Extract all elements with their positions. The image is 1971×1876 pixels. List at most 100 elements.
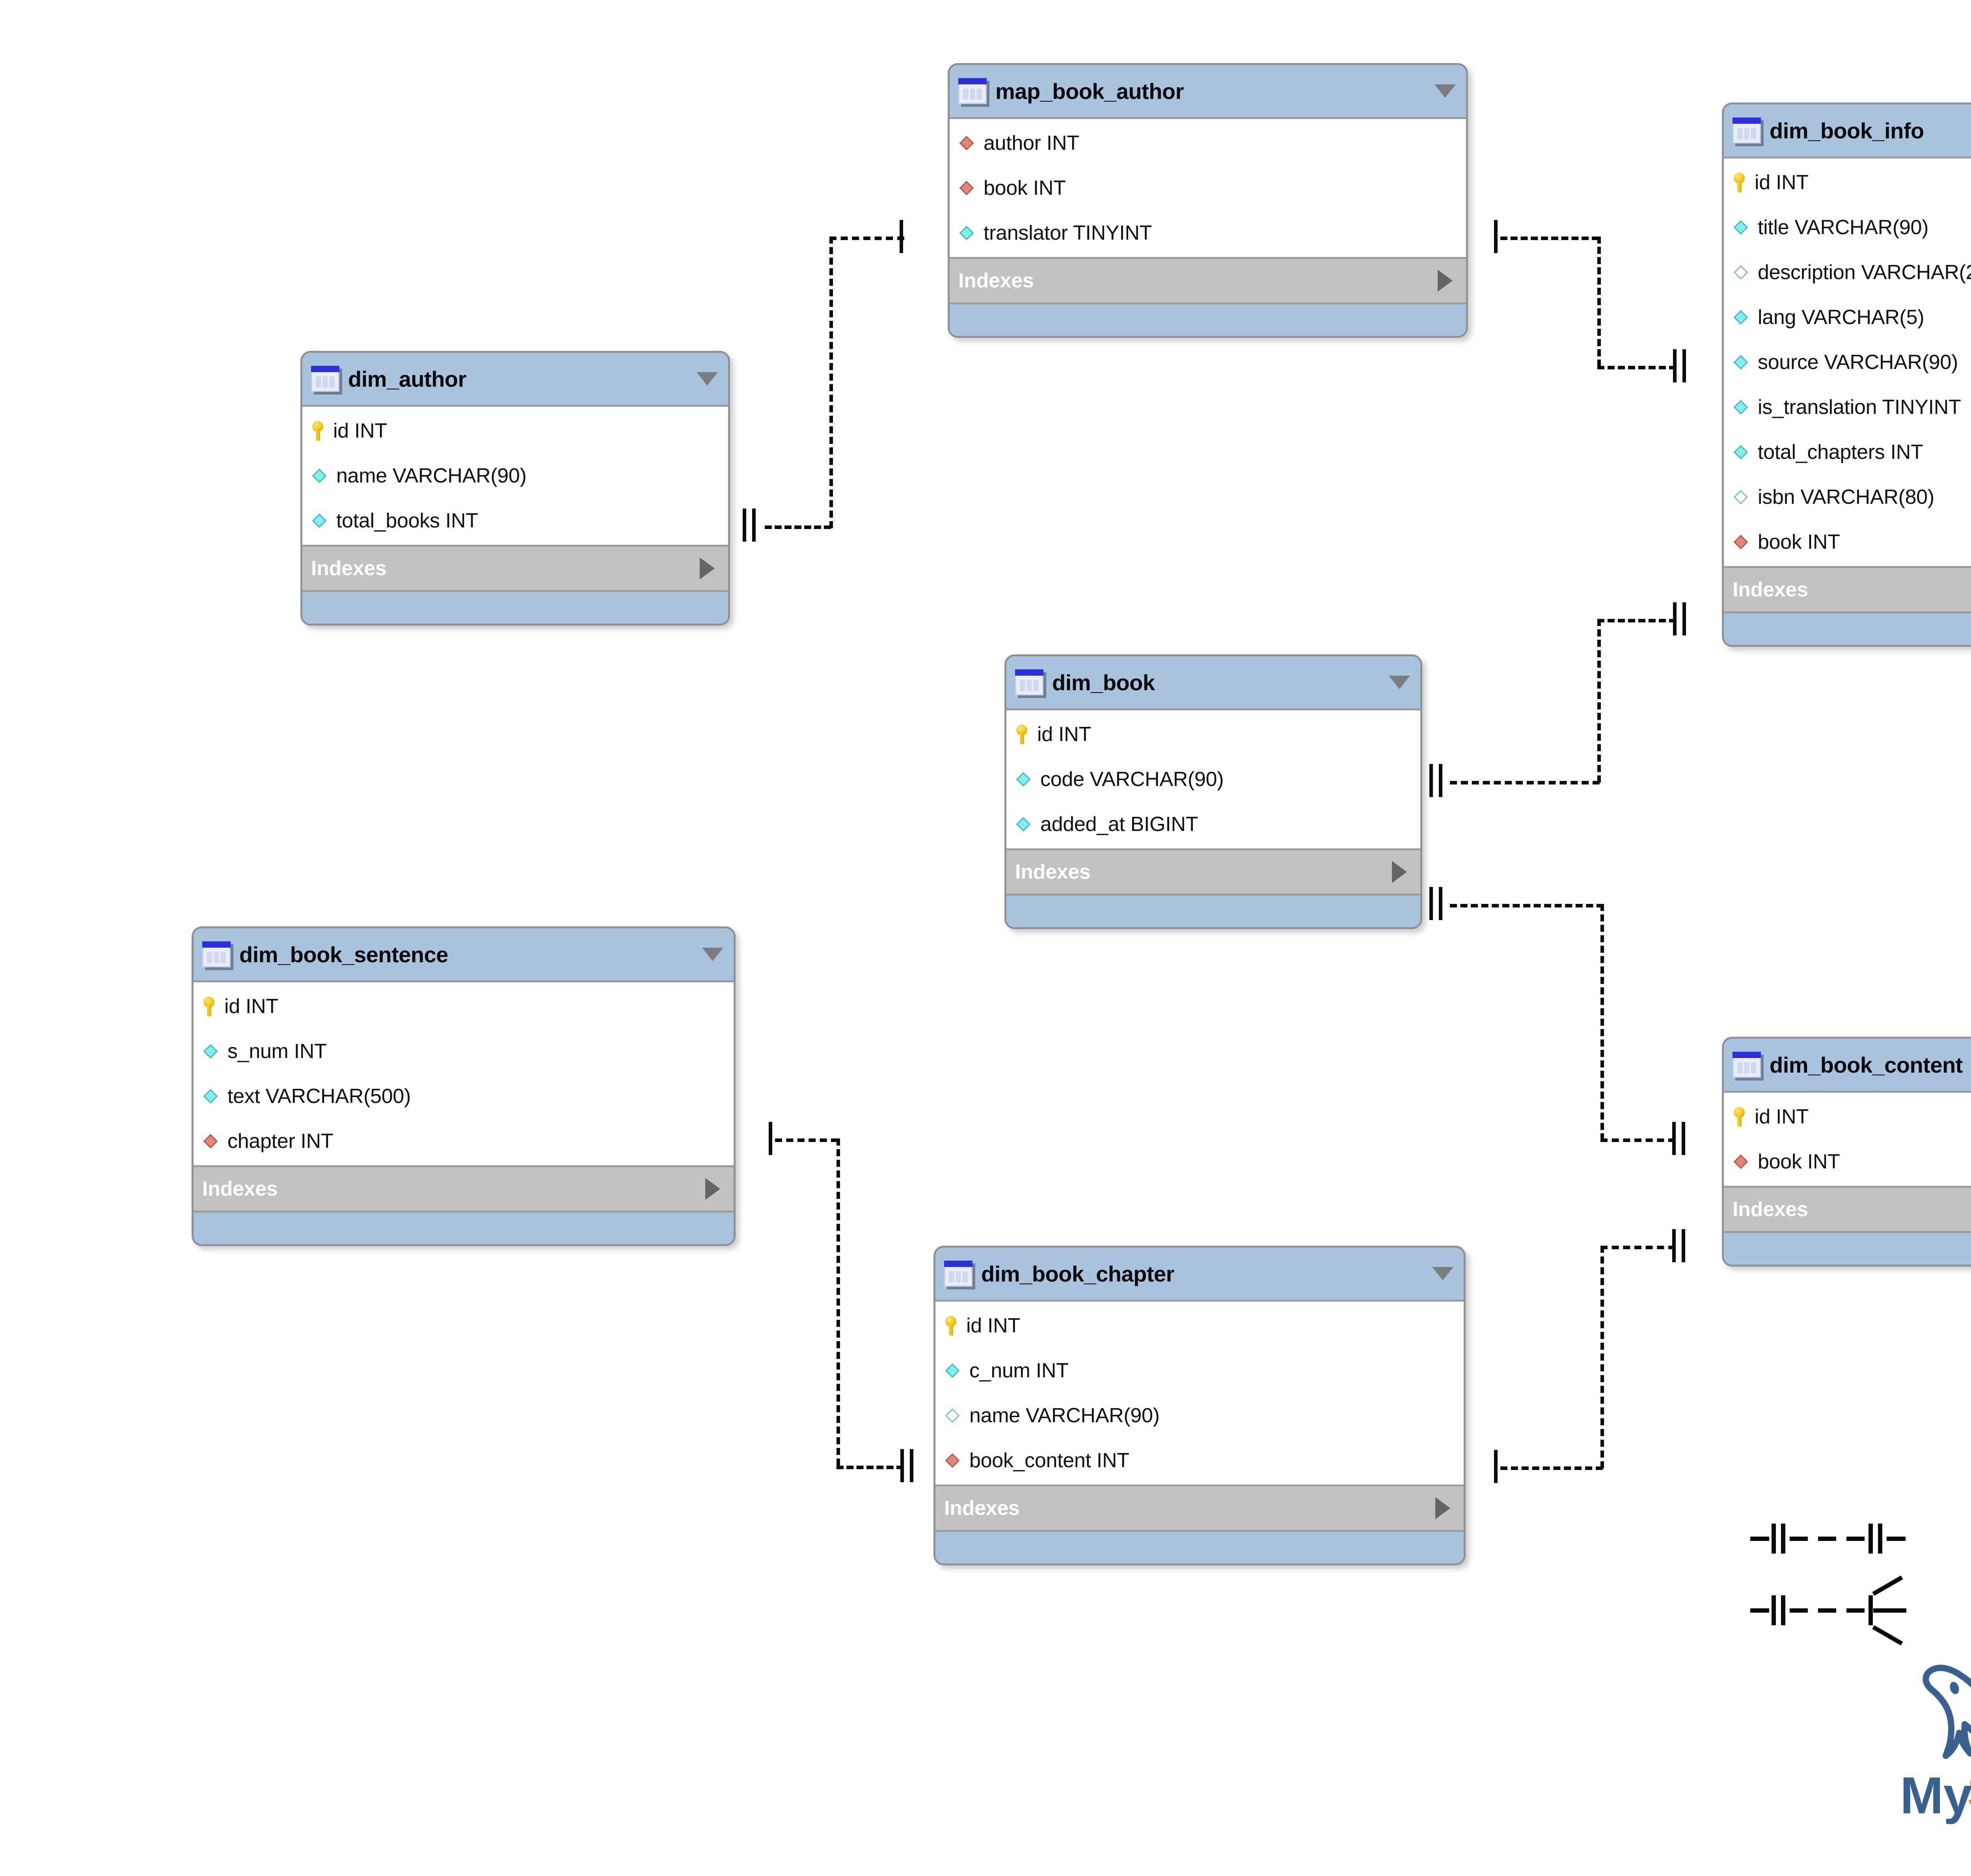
table-header[interactable]: dim_book_sentence: [194, 928, 734, 982]
table-column-row[interactable]: translator TINYINT: [950, 211, 1466, 255]
table-header[interactable]: map_book_author: [950, 65, 1466, 119]
table-map-book-author[interactable]: map_book_author author INT book INT tran…: [948, 63, 1468, 338]
relation-segment: [765, 525, 831, 529]
table-column-row[interactable]: name VARCHAR(90): [935, 1393, 1464, 1438]
table-column-row[interactable]: lang VARCHAR(5): [1724, 295, 1971, 340]
chevron-down-icon[interactable]: [1389, 676, 1410, 689]
table-column-row[interactable]: book INT: [1724, 520, 1971, 564]
indexes-section-dim-book-chapter[interactable]: Indexes: [935, 1485, 1464, 1532]
table-name: dim_book: [1052, 670, 1155, 695]
table-column-row[interactable]: id INT: [194, 984, 734, 1029]
table-name: dim_book_content: [1770, 1052, 1963, 1077]
column-label: name VARCHAR(90): [336, 464, 527, 487]
table-column-row[interactable]: isbn VARCHAR(80): [1724, 475, 1971, 520]
table-dim-book-info[interactable]: dim_book_info id INT title VARCHAR(90) d…: [1722, 102, 1971, 647]
column-icon: [202, 1088, 219, 1105]
table-header[interactable]: dim_book_chapter: [935, 1248, 1464, 1302]
table-column-row[interactable]: author INT: [950, 121, 1466, 166]
column-label: added_at BIGINT: [1040, 813, 1198, 836]
table-footer: [950, 304, 1466, 336]
indexes-section-dim-book-content[interactable]: Indexes: [1724, 1186, 1971, 1233]
table-column-row[interactable]: title VARCHAR(90): [1724, 205, 1971, 250]
column-label: id INT: [224, 995, 278, 1018]
table-column-row[interactable]: book INT: [1724, 1139, 1971, 1184]
column-label: chapter INT: [227, 1130, 333, 1153]
svg-text:My: My: [1900, 1766, 1971, 1824]
column-label: text VARCHAR(500): [227, 1085, 411, 1108]
table-header[interactable]: dim_book_content: [1724, 1039, 1971, 1093]
table-column-row[interactable]: book_content INT: [935, 1438, 1464, 1483]
indexes-section-dim-book-info[interactable]: Indexes: [1724, 566, 1971, 613]
table-column-row[interactable]: c_num INT: [935, 1348, 1464, 1393]
table-header[interactable]: dim_author: [302, 353, 728, 407]
table-column-row[interactable]: description VARCHAR(200): [1724, 250, 1971, 295]
relation-segment: [1600, 1246, 1604, 1468]
table-columns: id INT s_num INT text VARCHAR(500) chapt…: [194, 982, 734, 1165]
table-column-row[interactable]: id INT: [1006, 712, 1420, 757]
table-dim-book-content[interactable]: dim_book_content id INT book INT Indexes: [1722, 1037, 1971, 1267]
relation-segment: [1597, 619, 1676, 622]
relation-endpoint-bar: [900, 220, 903, 253]
column-label: title VARCHAR(90): [1758, 216, 1929, 239]
table-column-row[interactable]: is_translation TINYINT: [1724, 385, 1971, 430]
column-label: code VARCHAR(90): [1040, 768, 1224, 791]
table-column-row[interactable]: name VARCHAR(90): [302, 453, 728, 498]
foreign-key-icon: [1733, 534, 1749, 550]
table-column-row[interactable]: text VARCHAR(500): [194, 1074, 734, 1119]
indexes-section-dim-book-sentence[interactable]: Indexes: [194, 1165, 734, 1213]
foreign-key-icon: [958, 180, 975, 196]
column-icon: [1733, 399, 1749, 415]
table-column-row[interactable]: id INT: [935, 1303, 1464, 1348]
column-label: id INT: [966, 1314, 1020, 1337]
table-icon: [958, 78, 987, 104]
chevron-right-icon[interactable]: [1392, 861, 1407, 883]
table-column-row[interactable]: source VARCHAR(90): [1724, 340, 1971, 385]
table-column-row[interactable]: s_num INT: [194, 1029, 734, 1074]
table-column-row[interactable]: total_chapters INT: [1724, 430, 1971, 475]
chevron-down-icon[interactable]: [1432, 1267, 1453, 1280]
indexes-section-dim-author[interactable]: Indexes: [302, 545, 728, 592]
chevron-down-icon[interactable]: [697, 372, 718, 386]
chevron-down-icon[interactable]: [1434, 84, 1456, 98]
foreign-key-icon: [944, 1452, 961, 1469]
relation-endpoint-one-dim-book-content-bottom: [1670, 1229, 1688, 1262]
relation-segment: [1597, 237, 1601, 367]
column-icon: [1015, 816, 1032, 833]
chevron-right-icon[interactable]: [705, 1178, 720, 1200]
table-column-row[interactable]: chapter INT: [194, 1119, 734, 1164]
chevron-right-icon[interactable]: [1438, 270, 1453, 292]
table-dim-book-chapter[interactable]: dim_book_chapter id INT c_num INT name V…: [933, 1246, 1466, 1565]
table-header[interactable]: dim_book: [1006, 656, 1420, 710]
legend: One to One Mapping One to Many Mapping: [1750, 1506, 1971, 1646]
table-dim-book-sentence[interactable]: dim_book_sentence id INT s_num INT text …: [192, 926, 736, 1246]
table-column-row[interactable]: id INT: [1724, 1094, 1971, 1139]
column-label: id INT: [1755, 171, 1809, 194]
relation-endpoint-many-map-book-author: [907, 218, 936, 255]
column-label: id INT: [333, 419, 387, 442]
table-dim-author[interactable]: dim_author id INT name VARCHAR(90) total…: [300, 351, 730, 626]
table-column-row[interactable]: added_at BIGINT: [1006, 802, 1420, 847]
indexes-section-dim-book[interactable]: Indexes: [1006, 848, 1420, 896]
legend-dash: [1887, 1537, 1906, 1541]
indexes-section-map-book-author[interactable]: Indexes: [950, 257, 1466, 304]
column-icon: [944, 1362, 961, 1379]
table-column-row[interactable]: id INT: [1724, 160, 1971, 205]
foreign-key-icon: [202, 1133, 219, 1149]
table-column-row[interactable]: code VARCHAR(90): [1006, 757, 1420, 802]
table-columns: id INT code VARCHAR(90) added_at BIGINT: [1006, 710, 1420, 848]
relation-endpoint-bar: [1494, 220, 1498, 253]
table-dim-book[interactable]: dim_book id INT code VARCHAR(90) added_a…: [1004, 654, 1422, 929]
table-icon: [1733, 117, 1761, 143]
column-label: book_content INT: [969, 1449, 1129, 1472]
table-column-row[interactable]: total_books INT: [302, 498, 728, 543]
chevron-right-icon[interactable]: [700, 557, 715, 579]
chevron-down-icon[interactable]: [702, 948, 723, 961]
legend-many-notation: [1872, 1575, 1906, 1646]
legend-dash: [1818, 1608, 1836, 1613]
chevron-right-icon[interactable]: [1435, 1497, 1450, 1519]
table-column-row[interactable]: id INT: [302, 408, 728, 453]
table-column-row[interactable]: book INT: [950, 166, 1466, 211]
table-columns: id INT title VARCHAR(90) description VAR…: [1724, 158, 1971, 566]
table-header[interactable]: dim_book_info: [1724, 104, 1971, 158]
foreign-key-icon: [1733, 1153, 1749, 1170]
